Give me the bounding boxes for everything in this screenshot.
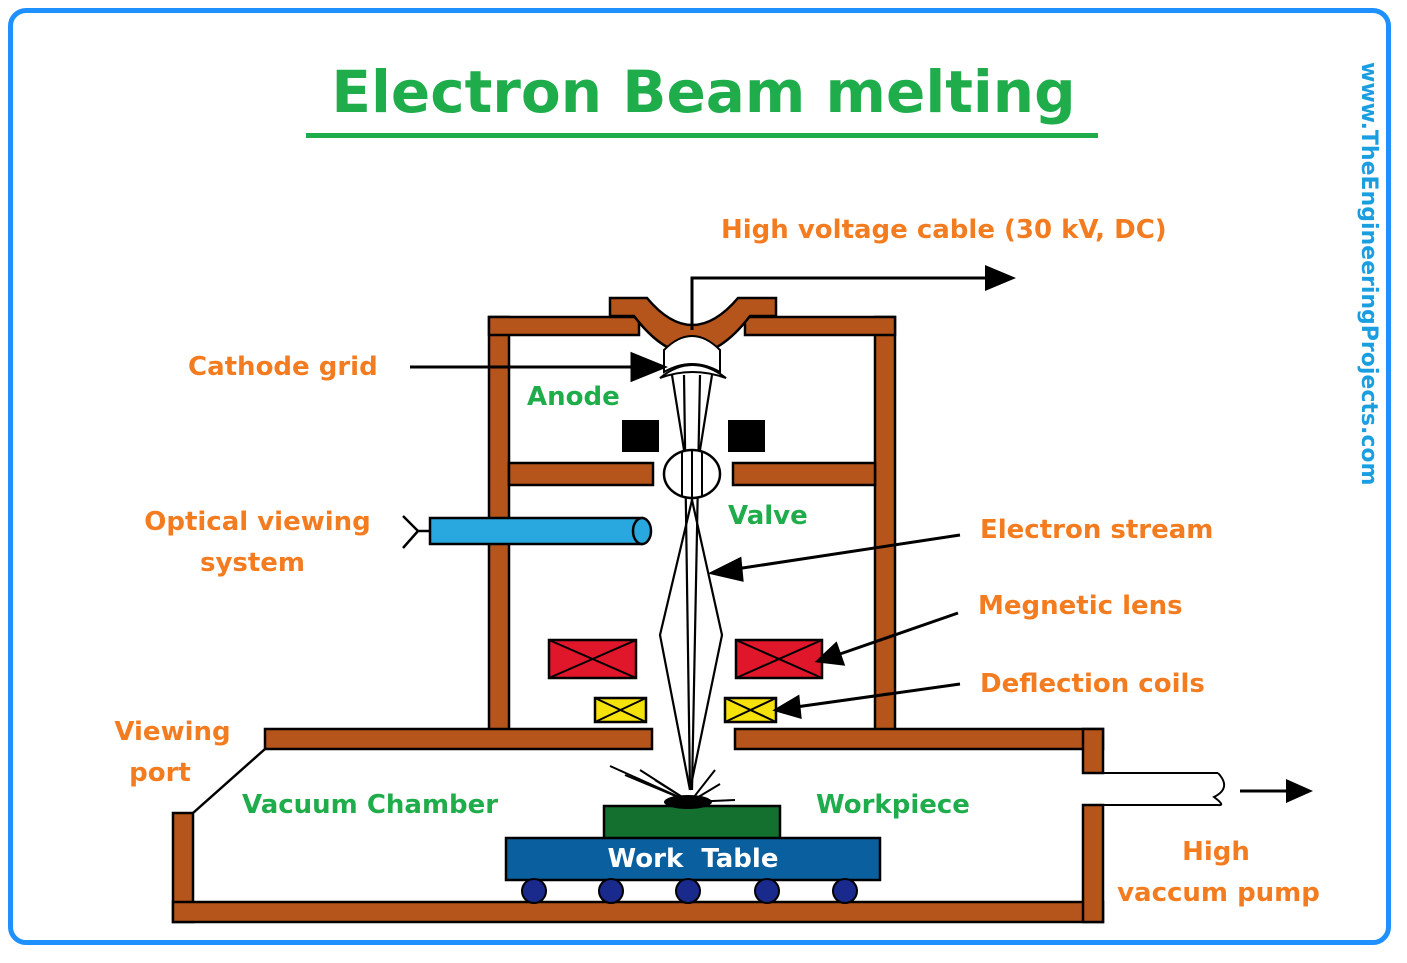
label-magnetic-lens: Megnetic lens — [978, 591, 1183, 621]
column-top-right — [743, 315, 897, 337]
outer-frame — [8, 8, 1391, 945]
label-electron-stream: Electron stream — [980, 515, 1214, 545]
label-deflection-coils: Deflection coils — [980, 669, 1205, 699]
optical-eyepiece — [402, 515, 420, 549]
label-viewing: Viewing — [114, 717, 231, 747]
chamber-top-right — [733, 727, 1105, 751]
vacuum-chamber-walls — [171, 727, 1105, 924]
workpiece — [602, 804, 782, 842]
viewing-port-slope — [192, 748, 266, 814]
leader-arrows — [410, 351, 961, 720]
label-work-table: Work Table — [607, 844, 779, 874]
diagram-title: Electron Beam melting — [331, 58, 1076, 126]
pump-pipe-end — [1212, 772, 1225, 807]
pump-arrow-head — [1286, 779, 1313, 803]
label-vaccum-pump: vaccum pump — [1117, 878, 1320, 908]
chamber-top-left — [263, 727, 654, 751]
label-optical-viewing: Optical viewing — [144, 507, 371, 537]
label-cathode-grid: Cathode grid — [188, 352, 378, 382]
partition-right — [731, 461, 877, 487]
anode-right-block — [728, 420, 765, 452]
partition-left — [507, 461, 655, 487]
cathode — [663, 335, 721, 374]
magnetic-lens — [547, 638, 824, 680]
label-valve: Valve — [728, 501, 808, 531]
label-workpiece: Workpiece — [816, 790, 970, 820]
hv-cable-line — [690, 276, 992, 330]
chamber-right-upper — [1081, 727, 1105, 775]
watermark: www.TheEngineeringProjects.com — [1356, 62, 1381, 486]
cathode-grid-cup — [659, 364, 727, 379]
column-right-wall — [873, 315, 897, 732]
label-system: system — [199, 548, 306, 578]
hv-cable-arrow-head — [985, 265, 1016, 291]
optical-tube-end — [631, 516, 653, 546]
table-wheels — [521, 878, 858, 904]
title-underline — [306, 133, 1098, 138]
impact-sparks — [609, 765, 736, 803]
chamber-floor — [171, 900, 1105, 924]
valve-lines — [681, 450, 703, 498]
label-high-voltage-cable: High voltage cable (30 kV, DC) — [721, 215, 1167, 245]
deflection-coils — [593, 696, 778, 724]
label-high: High — [1182, 837, 1250, 867]
label-anode: Anode — [527, 382, 620, 412]
chamber-right-lower — [1081, 803, 1105, 924]
column-top-left — [487, 315, 641, 337]
anode-left-block — [622, 420, 659, 452]
label-port: port — [129, 758, 191, 788]
electron-beam — [658, 374, 724, 791]
work-table — [504, 836, 882, 882]
label-vacuum-chamber: Vacuum Chamber — [242, 790, 499, 820]
melt-spot — [664, 795, 712, 809]
optical-tube — [428, 516, 644, 546]
